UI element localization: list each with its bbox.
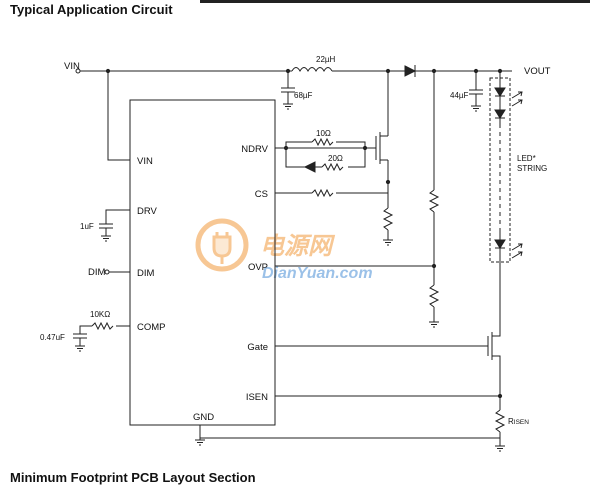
watermark-cn: 电源网 <box>260 233 336 260</box>
r-ndrv-2-label: 20Ω <box>328 154 343 163</box>
switch-mosfet <box>372 132 388 164</box>
inductor <box>291 67 333 73</box>
r-isen-label: RISEN <box>508 417 529 426</box>
ground-icon <box>75 345 85 352</box>
isen-resistor <box>494 409 506 433</box>
ndrv-resistor-10 <box>311 137 334 147</box>
comp-capacitor <box>73 325 92 346</box>
ground-icon <box>195 438 205 446</box>
led-label-2: STRING <box>517 164 547 173</box>
pin-gate: Gate <box>247 342 268 353</box>
cs-resistor <box>311 188 334 198</box>
ic-body <box>129 99 276 426</box>
ovp-resistor-bottom <box>428 284 440 308</box>
pin-vin: VIN <box>137 156 153 167</box>
led-label-1: LED* <box>517 154 536 163</box>
c-out-label: 44µF <box>450 91 469 100</box>
cs-sense-resistor <box>382 207 394 231</box>
ndrv-resistor-20 <box>321 162 344 172</box>
c-in-label: 68µF <box>294 91 313 100</box>
led-2 <box>494 109 506 119</box>
output-capacitor <box>469 71 483 106</box>
ovp-resistor-top <box>428 189 440 213</box>
watermark-plug-logo <box>195 218 249 272</box>
c-drv-label: 1uF <box>80 222 94 231</box>
r-ndrv-1-label: 10Ω <box>316 129 331 138</box>
vout-net-label: VOUT <box>524 66 551 77</box>
pin-dim: DIM <box>137 268 155 279</box>
next-section-heading: Minimum Footprint PCB Layout Section <box>10 470 256 485</box>
pin-ndrv: NDRV <box>241 144 268 155</box>
section-heading: Typical Application Circuit <box>10 2 173 17</box>
watermark: 电源网 DianYuan.com <box>195 218 373 282</box>
dim-net-label: DIM <box>88 267 106 278</box>
pin-gnd: GND <box>193 412 214 423</box>
watermark-en: DianYuan.com <box>262 265 373 282</box>
led-1 <box>494 87 506 97</box>
input-capacitor <box>281 71 295 104</box>
inductor-label: 22µH <box>316 55 336 64</box>
c-comp-label: 0.47uF <box>40 333 65 342</box>
schottky-diode <box>404 65 417 77</box>
light-rays-icon <box>511 243 523 259</box>
comp-resistor <box>91 321 114 331</box>
pin-comp: COMP <box>137 322 166 333</box>
vin-net-label: VIN <box>64 61 80 72</box>
pin-isen: ISEN <box>246 392 268 403</box>
r-comp-label: 10KΩ <box>90 310 110 319</box>
top-rule <box>200 0 590 3</box>
light-rays-icon <box>511 91 523 107</box>
ground-icon <box>471 105 481 112</box>
dimming-mosfet <box>487 330 501 390</box>
drv-capacitor <box>99 209 130 236</box>
dim-terminal <box>104 269 110 275</box>
pin-drv: DRV <box>137 206 158 217</box>
pin-ovp: OVP <box>248 262 268 273</box>
ground-icon <box>429 307 439 328</box>
ground-icon <box>101 235 111 242</box>
ground-icon <box>495 438 505 452</box>
ndrv-diode <box>303 161 316 173</box>
pin-cs: CS <box>255 189 268 200</box>
ground-icon <box>283 103 293 110</box>
vin-terminal <box>75 68 81 74</box>
led-3 <box>494 239 506 249</box>
ground-icon <box>383 230 393 246</box>
